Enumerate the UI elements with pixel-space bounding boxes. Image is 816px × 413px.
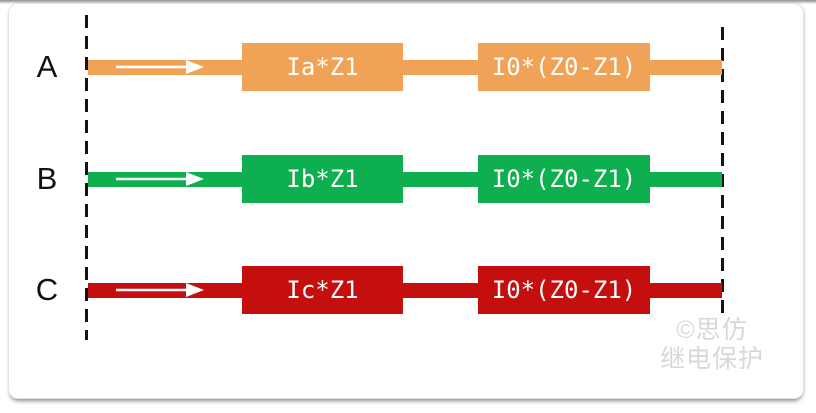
- impedance-block-label: Ic*Z1: [286, 276, 359, 304]
- watermark: ©思仿 继电保护: [630, 316, 794, 374]
- current-direction-arrow-icon: [116, 172, 204, 186]
- page-top-shadow-edge: [0, 0, 816, 4]
- impedance-block-label: I0*(Z0-Z1): [491, 53, 637, 81]
- right-bus-dashed-line: [721, 27, 724, 320]
- impedance-block-i0-z0z1-c: I0*(Z0-Z1): [478, 266, 650, 314]
- impedance-block-i0-z0z1-b: I0*(Z0-Z1): [478, 155, 650, 203]
- current-direction-arrow-icon: [116, 60, 204, 74]
- impedance-block-ic-z1: Ic*Z1: [242, 266, 403, 314]
- phase-c-label: C: [35, 272, 59, 307]
- impedance-block-i0-z0z1-a: I0*(Z0-Z1): [478, 43, 650, 91]
- current-direction-arrow-icon: [116, 283, 204, 297]
- impedance-block-label: Ib*Z1: [286, 165, 359, 193]
- phase-a-label: A: [36, 49, 58, 84]
- left-bus-dashed-line: [85, 15, 88, 340]
- phase-row-c: C Ic*Z1 I0*(Z0-Z1): [0, 266, 816, 314]
- phase-row-a: A Ia*Z1 I0*(Z0-Z1): [0, 43, 816, 91]
- phase-b-label: B: [36, 161, 58, 196]
- impedance-block-ib-z1: Ib*Z1: [242, 155, 403, 203]
- phase-row-b: B Ib*Z1 I0*(Z0-Z1): [0, 155, 816, 203]
- impedance-block-label: Ia*Z1: [286, 53, 359, 81]
- impedance-block-label: I0*(Z0-Z1): [491, 165, 637, 193]
- impedance-block-label: I0*(Z0-Z1): [491, 276, 637, 304]
- impedance-block-ia-z1: Ia*Z1: [242, 43, 403, 91]
- watermark-line1: ©思仿: [676, 316, 748, 344]
- watermark-line2: 继电保护: [659, 345, 764, 373]
